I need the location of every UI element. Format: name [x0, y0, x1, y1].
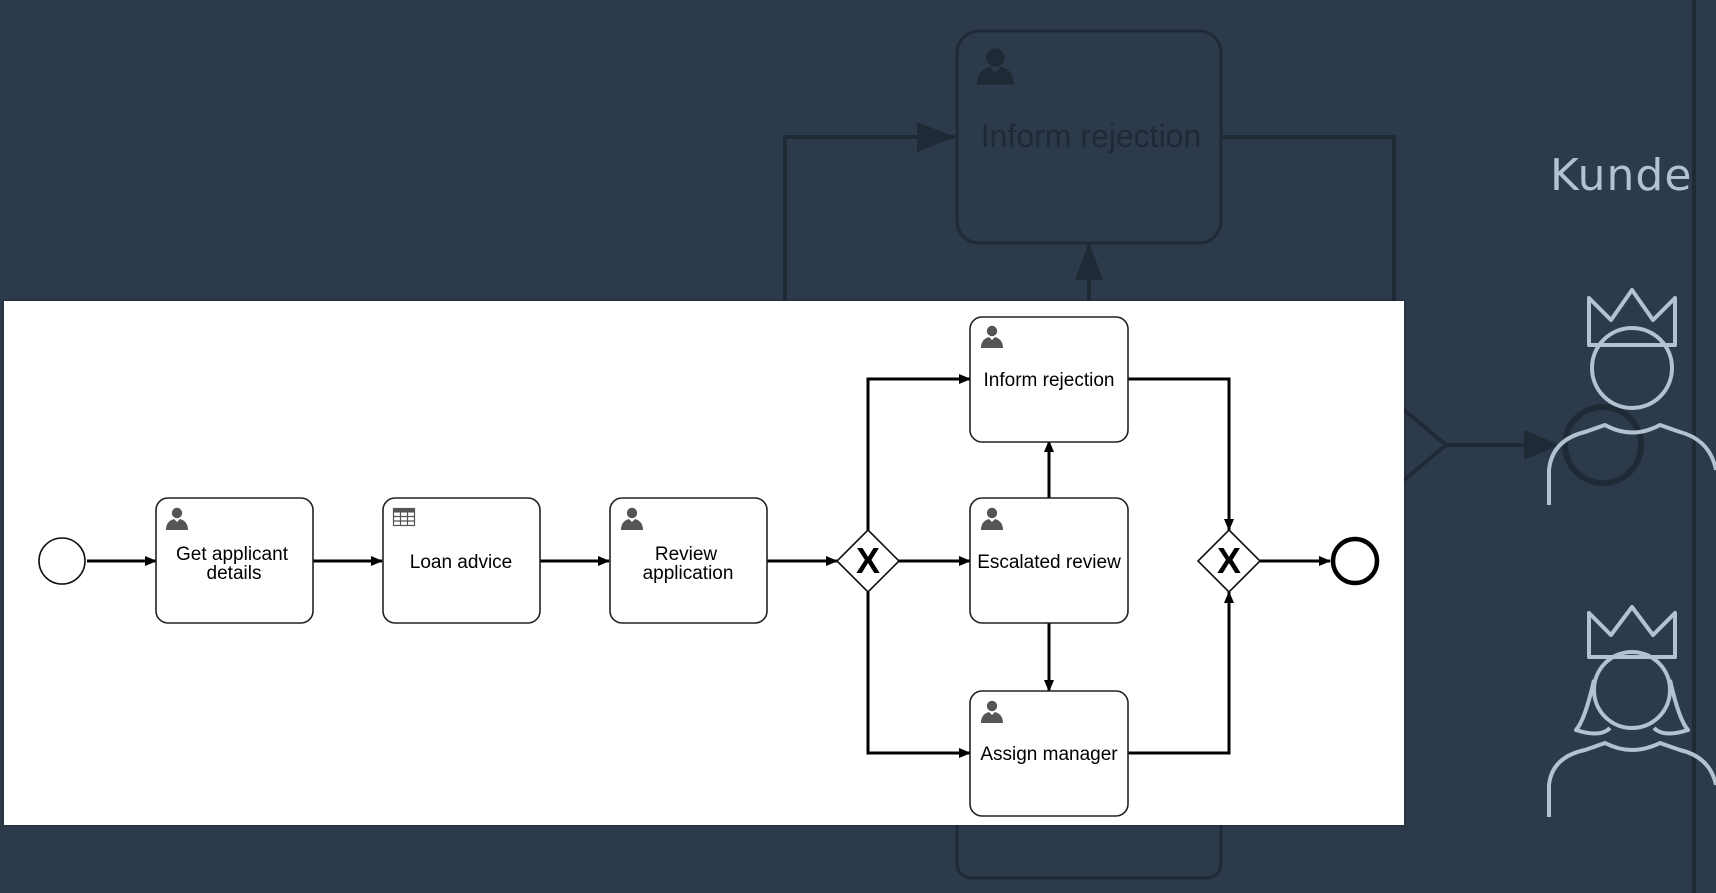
table-icon	[392, 507, 416, 527]
task-label: Get applicant	[176, 544, 289, 565]
gateway-symbol: X	[856, 540, 880, 581]
task-label: Assign manager	[980, 744, 1118, 765]
task-escalated-review[interactable]: Escalated review	[969, 497, 1129, 624]
bg-gateway	[1402, 408, 1450, 482]
flow-gateway-to-inform-rejection	[866, 374, 971, 530]
bg-arrowhead-right	[1524, 430, 1560, 460]
bg-task-label: Inform rejection	[980, 118, 1202, 154]
task-label: Inform rejection	[984, 370, 1115, 391]
exclusive-gateway-join[interactable]: X	[1196, 528, 1262, 594]
flow-assign-manager-to-join	[1128, 591, 1234, 755]
bg-task-box-bottom	[955, 825, 1223, 880]
flow-gateway-to-assign-manager	[866, 592, 971, 758]
flow-inform-rejection-to-join	[1128, 377, 1234, 531]
task-inform-rejection[interactable]: Inform rejection	[969, 316, 1129, 443]
task-label: application	[643, 563, 734, 584]
sequence-flows	[87, 374, 1331, 758]
gateway-symbol: X	[1217, 540, 1241, 581]
task-label: Review	[655, 544, 718, 565]
task-label: Loan advice	[410, 552, 512, 573]
king-figure-icon	[1547, 288, 1716, 505]
bg-arrowhead	[917, 122, 955, 152]
bg-end-event	[1562, 404, 1644, 486]
end-event[interactable]	[1330, 536, 1380, 586]
bpmn-diagram-panel: X X Get applicant details Loan advice Re…	[4, 301, 1404, 825]
task-assign-manager[interactable]: Assign manager	[969, 690, 1129, 817]
task-loan-advice[interactable]: Loan advice	[382, 497, 541, 624]
queen-figure-icon	[1547, 605, 1716, 817]
task-label: details	[207, 563, 262, 584]
bg-flow-top-left	[783, 135, 955, 301]
bg-task-box	[955, 29, 1223, 245]
role-label: Kunde	[1550, 150, 1693, 201]
start-event[interactable]	[38, 537, 86, 585]
bpmn-diagram: X X Get applicant details Loan advice Re…	[38, 316, 1380, 817]
task-label: Escalated review	[977, 552, 1121, 573]
bg-flow-top-right	[1221, 135, 1396, 301]
task-review-application[interactable]: Review application	[609, 497, 768, 624]
bg-user-icon	[976, 48, 1015, 85]
bg-arrowhead-up	[1075, 242, 1103, 280]
exclusive-gateway-split[interactable]: X	[835, 528, 901, 594]
task-get-applicant-details[interactable]: Get applicant details	[155, 497, 314, 624]
